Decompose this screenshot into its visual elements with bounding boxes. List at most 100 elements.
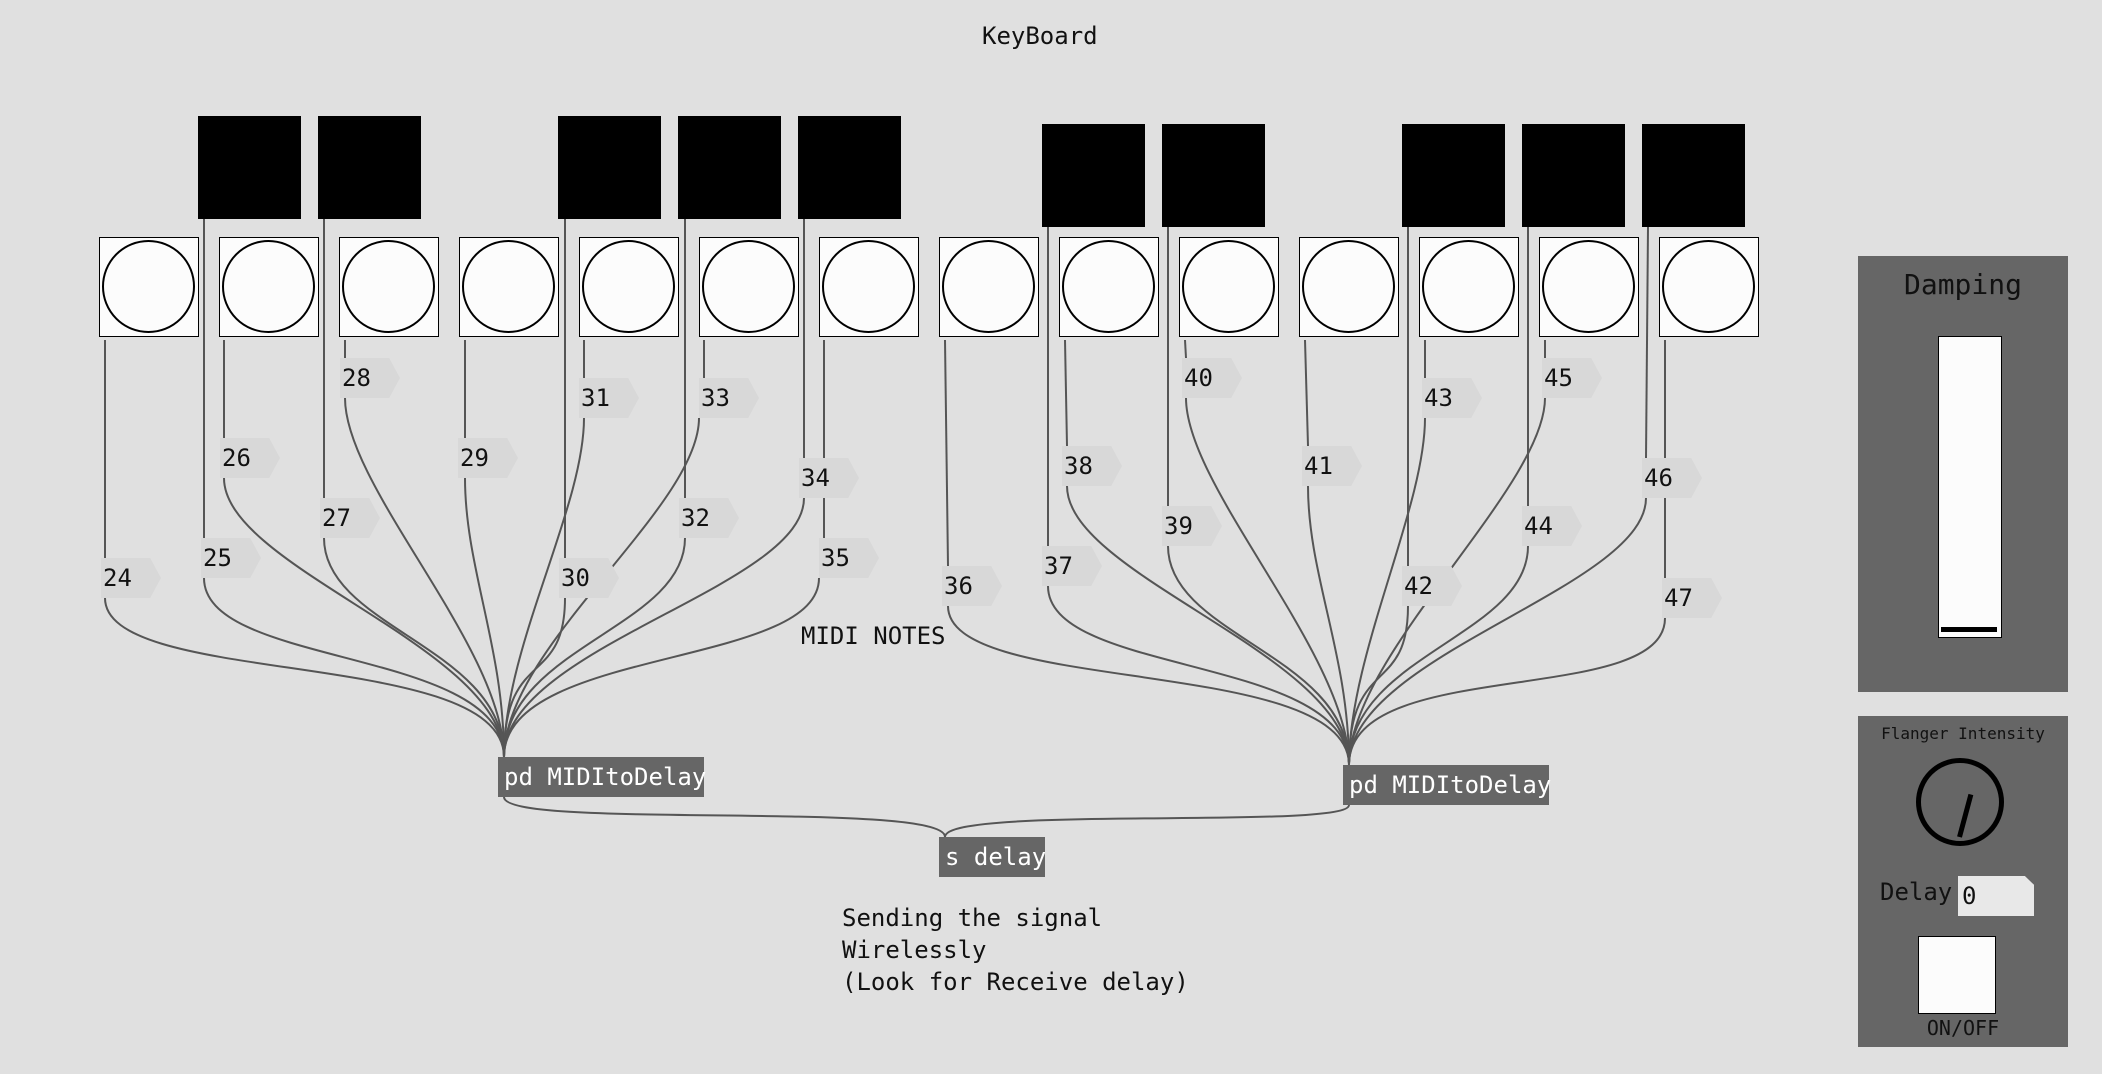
black-key-7[interactable] <box>1162 124 1265 227</box>
black-key-5[interactable] <box>798 116 901 219</box>
note-message-13[interactable]: 36 <box>942 566 1002 606</box>
note-message-10[interactable]: 33 <box>699 378 759 418</box>
note-message-4[interactable]: 27 <box>320 498 380 538</box>
patch-cord <box>503 497 805 758</box>
white-key-12[interactable] <box>1419 237 1519 337</box>
delay-label: Delay <box>1880 878 1953 906</box>
note-message-23[interactable]: 46 <box>1642 458 1702 498</box>
note-message-18[interactable]: 41 <box>1302 446 1362 486</box>
white-key-1[interactable] <box>99 237 199 337</box>
note-message-14[interactable]: 37 <box>1042 546 1102 586</box>
pd-miditodelay-right[interactable]: pd MIDItoDelay <box>1343 765 1551 805</box>
bang-circle <box>102 240 195 333</box>
black-key-9[interactable] <box>1522 124 1625 227</box>
note-message-20[interactable]: 43 <box>1422 378 1482 418</box>
black-key-8[interactable] <box>1402 124 1505 227</box>
bang-circle <box>1662 240 1755 333</box>
bang-circle <box>1542 240 1635 333</box>
patch-cord <box>1348 617 1666 766</box>
white-key-7[interactable] <box>819 237 919 337</box>
note-message-5[interactable]: 28 <box>340 358 400 398</box>
white-key-11[interactable] <box>1299 237 1399 337</box>
white-key-14[interactable] <box>1659 237 1759 337</box>
note-message-21[interactable]: 44 <box>1522 506 1582 546</box>
black-key-2[interactable] <box>318 116 421 219</box>
white-key-5[interactable] <box>579 237 679 337</box>
bang-circle <box>702 240 795 333</box>
flanger-panel: Flanger Intensity Delay 0 ON/OFF <box>1858 716 2068 1047</box>
patch-cord <box>1167 545 1350 766</box>
note-message-12[interactable]: 35 <box>819 538 879 578</box>
bang-circle <box>1422 240 1515 333</box>
onoff-toggle[interactable] <box>1918 936 1996 1014</box>
flanger-intensity-knob[interactable] <box>1916 758 2004 846</box>
bang-circle <box>222 240 315 333</box>
damping-slider-handle[interactable] <box>1941 627 1997 632</box>
white-key-4[interactable] <box>459 237 559 337</box>
white-key-8[interactable] <box>939 237 1039 337</box>
note-message-24[interactable]: 47 <box>1662 578 1722 618</box>
white-key-3[interactable] <box>339 237 439 337</box>
patch-cord <box>1307 485 1350 766</box>
patch-cord <box>503 597 566 758</box>
note-message-16[interactable]: 39 <box>1162 506 1222 546</box>
patch-cord <box>344 397 505 758</box>
knob-needle <box>1957 793 1974 838</box>
patch-cord <box>947 605 1350 766</box>
patch-cord <box>1348 497 1647 766</box>
note-message-2[interactable]: 25 <box>201 538 261 578</box>
comment-line-1: Sending the signal <box>842 904 1103 932</box>
note-message-17[interactable]: 40 <box>1182 358 1242 398</box>
note-message-1[interactable]: 24 <box>101 558 161 598</box>
note-message-9[interactable]: 32 <box>679 498 739 538</box>
note-message-6[interactable]: 29 <box>458 438 518 478</box>
patch-cord <box>503 537 686 758</box>
note-message-8[interactable]: 31 <box>579 378 639 418</box>
white-key-10[interactable] <box>1179 237 1279 337</box>
patch-cord <box>323 537 505 758</box>
white-key-13[interactable] <box>1539 237 1639 337</box>
patch-cord <box>1185 397 1350 766</box>
damping-slider[interactable] <box>1938 336 2002 638</box>
bang-circle <box>1302 240 1395 333</box>
white-key-9[interactable] <box>1059 237 1159 337</box>
bang-circle <box>462 240 555 333</box>
delay-number-box[interactable]: 0 <box>1958 876 2034 916</box>
black-key-1[interactable] <box>198 116 301 219</box>
page-title: KeyBoard <box>982 22 1098 50</box>
note-message-22[interactable]: 45 <box>1542 358 1602 398</box>
comment-line-2: Wirelessly <box>842 936 987 964</box>
note-message-7[interactable]: 30 <box>559 558 619 598</box>
patch-cord <box>503 796 946 838</box>
note-message-11[interactable]: 34 <box>799 458 859 498</box>
black-key-3[interactable] <box>558 116 661 219</box>
pd-miditodelay-left[interactable]: pd MIDItoDelay <box>498 757 706 797</box>
patch-cord <box>503 577 820 758</box>
flanger-intensity-title: Flanger Intensity <box>1881 724 2045 743</box>
damping-panel: Damping <box>1858 256 2068 692</box>
white-key-2[interactable] <box>219 237 319 337</box>
bang-circle <box>342 240 435 333</box>
bang-circle <box>822 240 915 333</box>
patch-cord <box>223 477 505 758</box>
patch-cord <box>944 804 1350 838</box>
bang-circle <box>1182 240 1275 333</box>
patch-cord <box>104 597 505 758</box>
patch-cord <box>464 477 505 758</box>
black-key-4[interactable] <box>678 116 781 219</box>
send-delay-object[interactable]: s delay <box>939 837 1046 877</box>
patch-cord <box>503 417 585 758</box>
note-message-19[interactable]: 42 <box>1402 566 1462 606</box>
note-message-15[interactable]: 38 <box>1062 446 1122 486</box>
white-key-6[interactable] <box>699 237 799 337</box>
black-key-6[interactable] <box>1042 124 1145 227</box>
bang-circle <box>1062 240 1155 333</box>
damping-title: Damping <box>1903 268 2022 301</box>
note-message-3[interactable]: 26 <box>220 438 280 478</box>
bang-circle <box>942 240 1035 333</box>
bang-circle <box>582 240 675 333</box>
patch-cord <box>1348 545 1529 766</box>
patch-cord <box>1348 417 1426 766</box>
black-key-10[interactable] <box>1642 124 1745 227</box>
